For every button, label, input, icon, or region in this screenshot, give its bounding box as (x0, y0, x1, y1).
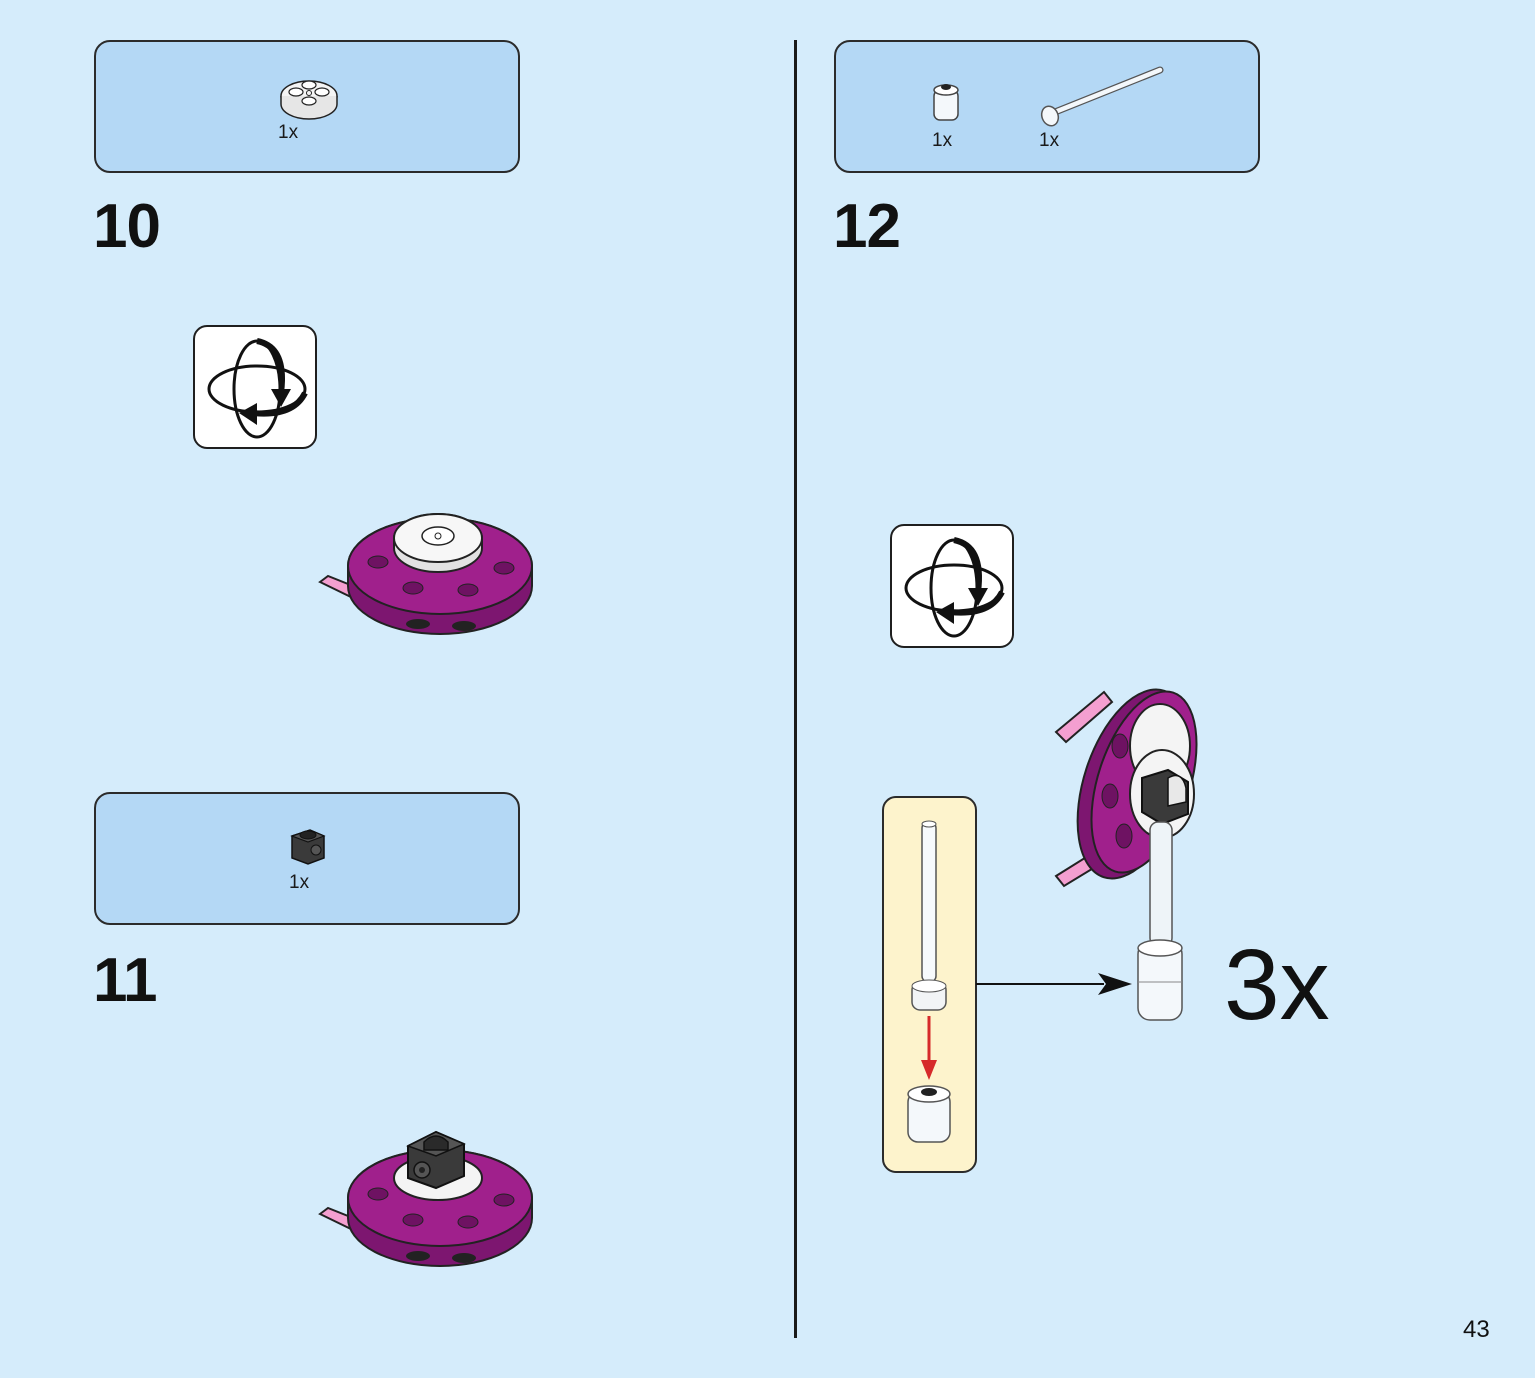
part-qty: 1x (1039, 130, 1060, 151)
step-10-parts-box: 1x (94, 40, 520, 173)
sub-assembly-illustration (907, 820, 951, 1143)
step-12-assembly-illustration (1054, 688, 1198, 1021)
step-12-parts-box: 1x 1x (834, 40, 1260, 173)
column-divider (794, 40, 797, 1338)
step-11-parts-box: 1x (94, 792, 520, 925)
part-qty: 1x (932, 130, 953, 151)
step-11-assembly-illustration (318, 1130, 533, 1267)
clear-bar-icon (1040, 66, 1164, 127)
step-number: 11 (93, 946, 158, 1015)
part-qty: 1x (278, 122, 299, 143)
sub-assembly-callout (882, 796, 977, 1173)
placement-arrow (976, 973, 1132, 995)
black-brick-with-stud-icon (290, 829, 326, 865)
part-qty: 1x (289, 872, 310, 893)
step-number: 12 (833, 192, 901, 261)
white-round-plate-icon (280, 80, 338, 120)
rotate-model-callout (890, 524, 1014, 648)
step-10-assembly-illustration (318, 513, 533, 635)
rotate-model-callout (193, 325, 317, 449)
rotate-model-icon (904, 537, 1005, 638)
clear-round-brick-icon (933, 84, 959, 121)
page-number: 43 (1463, 1316, 1490, 1343)
repeat-multiplier: 3x (1224, 929, 1330, 1041)
step-number: 10 (93, 192, 161, 261)
rotate-model-icon (207, 338, 308, 439)
